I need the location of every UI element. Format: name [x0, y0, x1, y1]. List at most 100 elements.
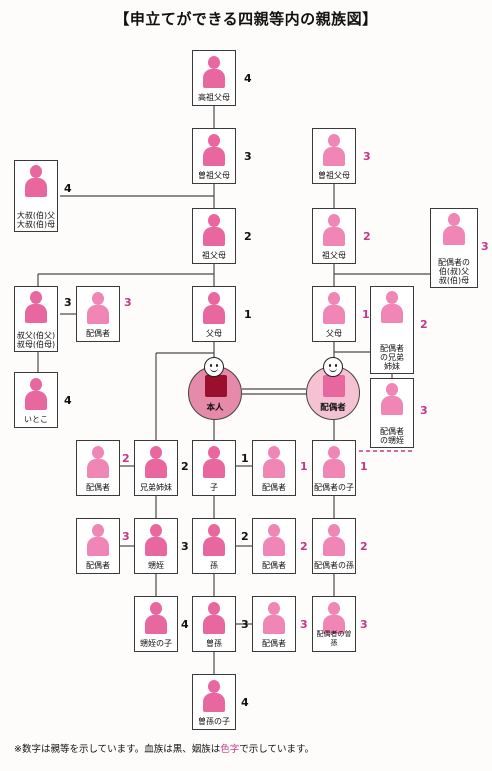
person-icon: [203, 602, 225, 634]
degree-uncle-aunt-spouse: 3: [124, 296, 132, 309]
page-title: 【申立てができる四親等内の親族図】: [114, 10, 378, 28]
person-icon: [203, 214, 225, 246]
card-label: 祖父母: [202, 251, 226, 260]
card-spouse-nephew-niece: 配偶者 の甥姪: [370, 378, 414, 448]
card-label: 配偶者: [262, 639, 286, 648]
degree-sibling-spouse: 2: [122, 452, 130, 465]
card-grandchild: 孫: [192, 518, 236, 574]
degree-spouse-child: 1: [360, 460, 368, 473]
card-spouse-child: 配偶者の子: [312, 440, 356, 496]
degree-great-grandchild-child: 4: [241, 696, 249, 709]
degree-great-uncle-aunt: 4: [64, 182, 72, 195]
card-parents: 父母: [192, 286, 236, 342]
degree-parents: 1: [244, 308, 252, 321]
card-label: 孫: [210, 561, 218, 570]
person-icon: [203, 680, 225, 712]
card-label: 曽孫: [206, 639, 222, 648]
card-spouse-grandchild: 配偶者の孫: [312, 518, 356, 574]
degree-spouse-grandchild: 2: [360, 540, 368, 553]
card-label: 高祖父母: [198, 93, 230, 102]
person-icon: [323, 446, 345, 478]
card-label: 配偶者 の兄弟 姉妹: [380, 344, 404, 371]
card-label: 曽祖父母: [318, 171, 350, 180]
card-great-uncle-aunt: 大叔(伯)父 大叔(伯)母: [14, 160, 58, 232]
self-smiley-icon: [204, 357, 224, 377]
card-great-grandchild: 曽孫: [192, 596, 236, 652]
card-child: 子: [192, 440, 236, 496]
card-label: 兄弟姉妹: [140, 483, 172, 492]
card-label: 配偶者の孫: [314, 561, 354, 570]
degree-great-grandparents: 3: [244, 150, 252, 163]
card-label: 父母: [326, 329, 342, 338]
degree-nephew-child: 4: [181, 618, 189, 631]
person-icon: [203, 446, 225, 478]
card-label: 父母: [206, 329, 222, 338]
degree-spouse-great-grandparents: 3: [363, 150, 371, 163]
card-label: 甥姪の子: [140, 639, 172, 648]
card-spouse-great-grandchild: 配偶者の曽孫: [312, 596, 356, 652]
footnote-part2: で示しています。: [239, 744, 315, 755]
card-label: 配偶者 の甥姪: [380, 427, 404, 445]
degree-spouse-great-grandchild: 3: [360, 618, 368, 631]
card-nephew-spouse: 配偶者: [76, 518, 120, 574]
person-icon: [203, 524, 225, 556]
person-icon: [263, 524, 285, 556]
card-child-spouse: 配偶者: [252, 440, 296, 496]
degree-nephew-spouse: 3: [122, 530, 130, 543]
person-icon: [381, 383, 403, 415]
card-uncle-aunt: 叔父(伯父) 叔母(伯母): [14, 286, 58, 352]
person-icon: [323, 214, 345, 246]
card-label: 配偶者: [86, 483, 110, 492]
footnote-colored-word: 色字: [220, 744, 240, 755]
person-icon: [25, 378, 47, 410]
degree-child-spouse: 1: [300, 460, 308, 473]
card-label: 配偶者の 伯(叔)父 叔(伯)母: [438, 258, 470, 285]
degree-grandchild: 2: [241, 530, 249, 543]
card-siblings: 兄弟姉妹: [134, 440, 178, 496]
degree-siblings: 2: [181, 460, 189, 473]
card-label: 配偶者: [262, 561, 286, 570]
card-label: 叔父(伯父) 叔母(伯母): [16, 331, 56, 349]
spouse-label: 配偶者: [320, 403, 346, 413]
degree-spouse-nephew-niece: 3: [420, 404, 428, 417]
person-icon: [323, 134, 345, 166]
card-spouse-siblings: 配偶者 の兄弟 姉妹: [370, 286, 414, 374]
card-cousin: いとこ: [14, 372, 58, 428]
card-label: 祖父母: [322, 251, 346, 260]
card-label: 甥姪: [148, 561, 164, 570]
degree-great-great-grandparents: 4: [244, 72, 252, 85]
card-label: 配偶者の子: [314, 483, 354, 492]
card-great-great-grandparents: 高祖父母: [192, 50, 236, 106]
person-icon: [263, 446, 285, 478]
degree-child: 1: [241, 452, 249, 465]
person-icon: [323, 602, 345, 634]
degree-uncle-aunt: 3: [64, 296, 72, 309]
person-icon: [203, 134, 225, 166]
degree-great-grandchild: 3: [241, 618, 249, 631]
card-label: 配偶者: [262, 483, 286, 492]
person-icon: [87, 292, 109, 324]
person-icon: [263, 602, 285, 634]
person-icon: [25, 291, 47, 323]
card-grandchild-spouse: 配偶者: [252, 518, 296, 574]
card-nephew-niece: 甥姪: [134, 518, 178, 574]
person-icon: [145, 446, 167, 478]
card-spouse-uncle-aunt: 配偶者の 伯(叔)父 叔(伯)母: [430, 208, 478, 288]
card-grandparents: 祖父母: [192, 208, 236, 264]
person-icon: [381, 291, 403, 323]
degree-grandchild-spouse: 2: [300, 540, 308, 553]
degree-great-grandchild-spouse: 3: [300, 618, 308, 631]
degree-nephew-niece: 3: [181, 540, 189, 553]
card-label: 配偶者の曽孫: [316, 630, 352, 647]
card-great-grandchild-spouse: 配偶者: [252, 596, 296, 652]
card-label: 配偶者: [86, 329, 110, 338]
person-icon: [87, 446, 109, 478]
card-spouse-grandparents: 祖父母: [312, 208, 356, 264]
degree-spouse-parents: 1: [362, 308, 370, 321]
card-great-grandchild-child: 曽孫の子: [192, 674, 236, 730]
degree-grandparents: 2: [244, 230, 252, 243]
degree-cousin: 4: [64, 394, 72, 407]
card-spouse-great-grandparents: 曽祖父母: [312, 128, 356, 184]
spouse-smiley-icon: [323, 357, 343, 377]
